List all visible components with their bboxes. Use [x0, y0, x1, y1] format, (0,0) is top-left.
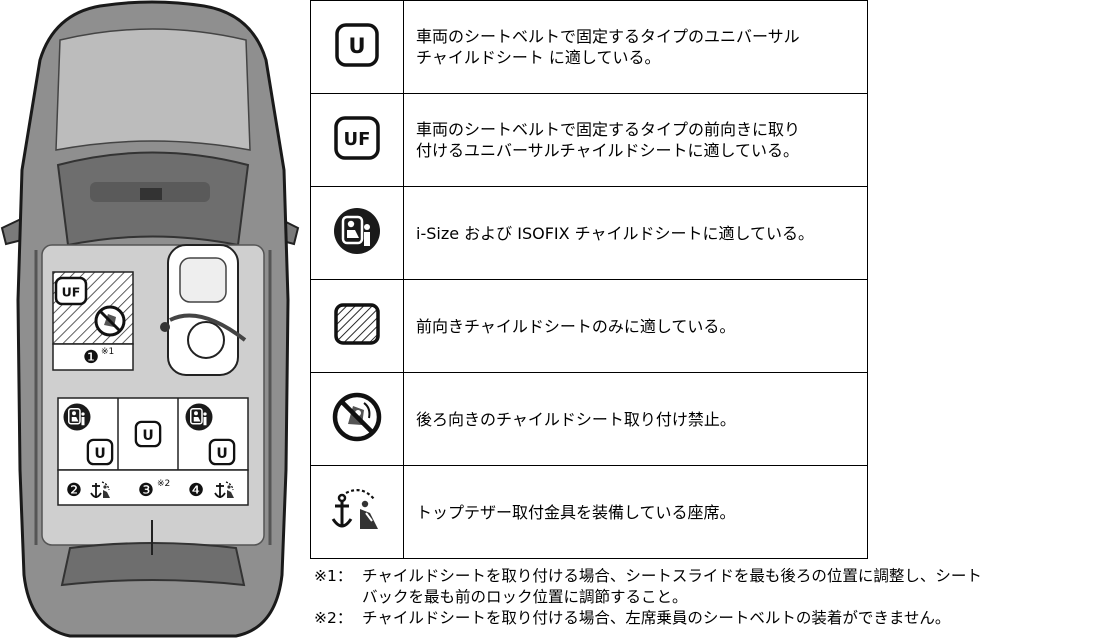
front-passenger-seat: UF ❶ ※1 [52, 271, 134, 371]
universal-seat-u-icon [134, 420, 162, 448]
seat-note-ref-3: ※2 [157, 479, 170, 489]
legend-row: i-Size および ISOFIX チャイルドシートに適している。 [310, 186, 868, 280]
universal-seat-u-icon [86, 438, 114, 466]
universal-seat-u-icon [208, 438, 236, 466]
legend-row: U 車両のシートベルトで固定するタイプのユニバーサル チャイルドシート に適して… [310, 0, 868, 94]
legend-row: UF 車両のシートベルトで固定するタイプの前向きに取り 付けるユニバーサルチャイ… [310, 93, 868, 187]
legend-row: 後ろ向きのチャイルドシート取り付け禁止。 [310, 372, 868, 466]
universal-forward-uf-icon: UF [334, 116, 380, 160]
legend-icon-cell: U [310, 0, 404, 94]
rear-center-seat: ❸ ※2 [134, 420, 170, 501]
legend-description: i-Size および ISOFIX チャイルドシートに適している。 [403, 186, 868, 280]
no-rear-facing-icon [94, 305, 126, 337]
legend-icon-cell [310, 372, 404, 466]
svg-text:UF: UF [62, 285, 81, 300]
footnote-2: ※2： チャイルドシートを取り付ける場合、左席乗員のシートベルトの装着ができませ… [314, 608, 1100, 629]
rear-right-seat: ❹ [184, 402, 236, 501]
legend-description: 車両のシートベルトで固定するタイプのユニバーサル チャイルドシート に適している… [403, 0, 868, 94]
universal-seat-u-icon: U [335, 23, 379, 67]
car-top-view-diagram: U UF [0, 0, 300, 638]
legend-icon-cell [310, 186, 404, 280]
legend-icon-cell [310, 465, 404, 559]
forward-facing-hatched-icon [334, 303, 380, 345]
rear-left-seat: ❷ [62, 402, 114, 501]
svg-text:U: U [348, 34, 365, 58]
footnote-text: チャイルドシートを取り付ける場合、シートスライドを最も後ろの位置に調整し、シート… [362, 567, 982, 606]
seat-note-ref-1: ※1 [101, 347, 114, 357]
legend-description: 車両のシートベルトで固定するタイプの前向きに取り 付けるユニバーサルチャイルドシ… [403, 93, 868, 187]
seat-number-4: ❹ [188, 480, 204, 501]
legend-description: 後ろ向きのチャイルドシート取り付け禁止。 [403, 372, 868, 466]
driver-seat [160, 244, 247, 376]
footnote-mark: ※2： [314, 609, 353, 627]
svg-text:UF: UF [344, 129, 371, 150]
rear-window [60, 542, 246, 587]
footnote-text: チャイルドシートを取り付ける場合、左席乗員のシートベルトの装着ができません。 [362, 609, 951, 627]
footnote-mark: ※1： [314, 567, 353, 585]
footnote-1: ※1： チャイルドシートを取り付ける場合、シートスライドを最も後ろの位置に調整し… [314, 566, 1100, 608]
rear-seats: ❷ ❸ ※2 ❹ [57, 397, 249, 506]
top-tether-anchor-icon [331, 488, 378, 529]
isize-isofix-icon [184, 402, 214, 432]
legend-icon-cell [310, 279, 404, 373]
seat-number-3: ❸ [138, 480, 154, 501]
legend-description: トップテザー取付金具を装備している座席。 [403, 465, 868, 559]
legend-row: 前向きチャイルドシートのみに適している。 [310, 279, 868, 373]
universal-forward-uf-icon: UF [54, 276, 88, 306]
seat-number-1: ❶ [83, 347, 99, 368]
seat-number-2: ❷ [66, 480, 82, 501]
legend-icon-cell: UF [310, 93, 404, 187]
legend-row: トップテザー取付金具を装備している座席。 [310, 465, 868, 559]
isize-isofix-icon [62, 402, 92, 432]
legend-table: U 車両のシートベルトで固定するタイプのユニバーサル チャイルドシート に適して… [310, 0, 868, 559]
legend-description: 前向きチャイルドシートのみに適している。 [403, 279, 868, 373]
no-rear-facing-icon [332, 392, 382, 442]
hood [55, 28, 251, 151]
isize-isofix-icon [334, 208, 380, 254]
